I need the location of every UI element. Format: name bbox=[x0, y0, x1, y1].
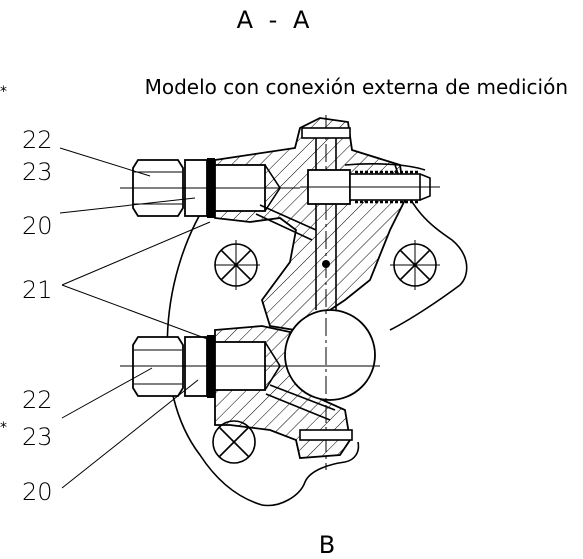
ball-valve bbox=[284, 309, 376, 401]
callout-20-bottom: 20 bbox=[22, 478, 53, 506]
view-label: B bbox=[319, 531, 335, 559]
callout-22-bottom: 22 bbox=[22, 386, 53, 414]
section-label: A - A bbox=[237, 6, 314, 34]
bolt-hole-left-bottom bbox=[212, 420, 256, 464]
subtitle: Modelo con conexión externa de medición bbox=[145, 75, 568, 99]
callout-22-top: 22 bbox=[22, 126, 53, 154]
bottom-fitting bbox=[120, 335, 380, 421]
leader-lines bbox=[59, 147, 211, 489]
asterisk-mark-top: * bbox=[0, 84, 7, 100]
vertical-bore bbox=[299, 115, 353, 470]
callout-20-top: 20 bbox=[22, 212, 53, 240]
asterisk-mark-bottom: * bbox=[0, 420, 7, 436]
top-fitting bbox=[120, 158, 317, 241]
right-plug bbox=[300, 169, 440, 205]
callout-23-bottom: 23 bbox=[22, 423, 53, 451]
callout-21: 21 bbox=[22, 276, 53, 304]
callout-23-top: 23 bbox=[22, 158, 53, 186]
